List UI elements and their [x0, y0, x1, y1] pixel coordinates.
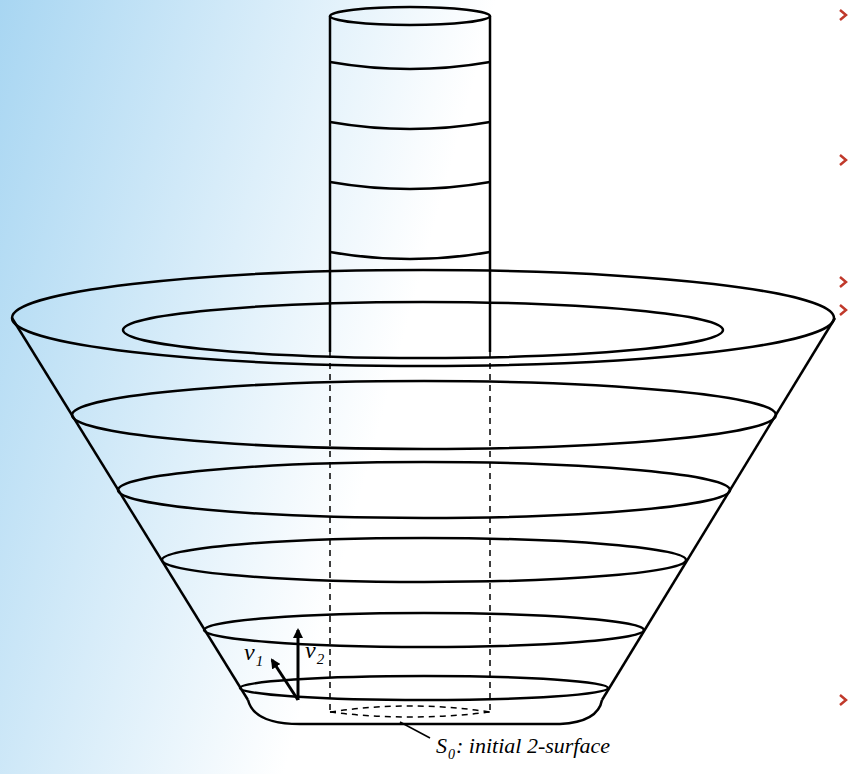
dashed-projection	[330, 352, 490, 717]
cylinder	[330, 7, 490, 352]
surface-symbol: S	[436, 735, 447, 757]
vector-subscript: 1	[256, 654, 264, 669]
vector-symbol: v	[244, 640, 255, 664]
vector-symbol: v	[305, 638, 316, 662]
vector-arrows	[272, 630, 298, 700]
cone	[12, 270, 835, 724]
leader-line	[400, 722, 430, 738]
bullet-chevrons	[840, 10, 846, 705]
vector-subscript: 2	[317, 652, 325, 667]
surface-subscript: 0	[448, 748, 455, 762]
surface-caption: : initial 2-surface	[456, 735, 610, 757]
